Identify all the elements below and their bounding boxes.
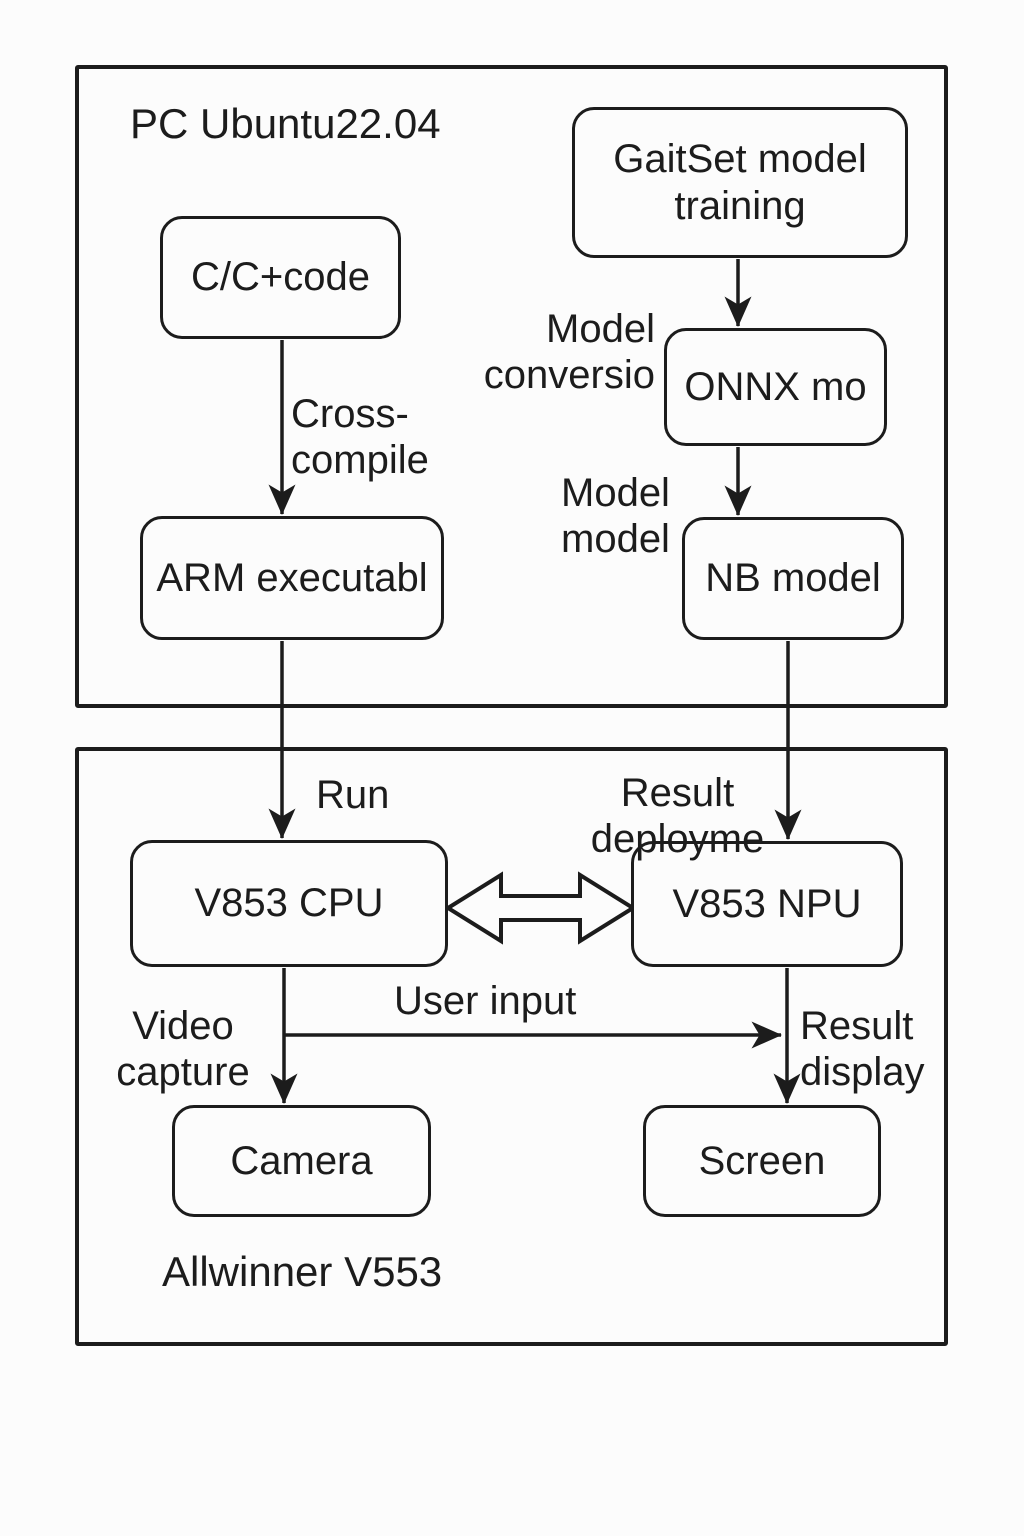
- node-v853-npu: V853 NPU: [631, 841, 903, 967]
- allwinner-container-box: [75, 747, 948, 1346]
- edge-label-model-conversion: Model conversio: [483, 307, 655, 397]
- pc-container-box: [75, 65, 948, 708]
- node-gaitset-training: GaitSet model training: [572, 107, 908, 258]
- node-screen: Screen: [643, 1105, 881, 1217]
- node-camera: Camera: [172, 1105, 431, 1217]
- bidirectional-arrow-cpu-npu-icon: [444, 871, 637, 945]
- edge-label-video-capture: Video capture: [116, 1004, 250, 1094]
- edge-label-result-display: Result display: [800, 1004, 925, 1094]
- node-nb-model: NB model: [682, 517, 904, 640]
- node-onnx-model: ONNX mo: [664, 328, 887, 446]
- edge-label-cross-compile: Cross- compile: [291, 392, 429, 482]
- edge-label-model-model: Model model: [561, 471, 670, 561]
- node-v853-cpu: V853 CPU: [130, 840, 448, 967]
- allwinner-container-label: Allwinner V553: [162, 1248, 443, 1295]
- node-c-code: C/C+code: [160, 216, 401, 339]
- pc-container-label: PC Ubuntu22.04: [130, 100, 441, 147]
- node-arm-executable: ARM executabl: [140, 516, 444, 640]
- edge-label-result-deployment: Result deployme: [590, 771, 765, 861]
- edge-label-run: Run: [316, 773, 390, 817]
- edge-label-user-input: User input: [394, 979, 577, 1023]
